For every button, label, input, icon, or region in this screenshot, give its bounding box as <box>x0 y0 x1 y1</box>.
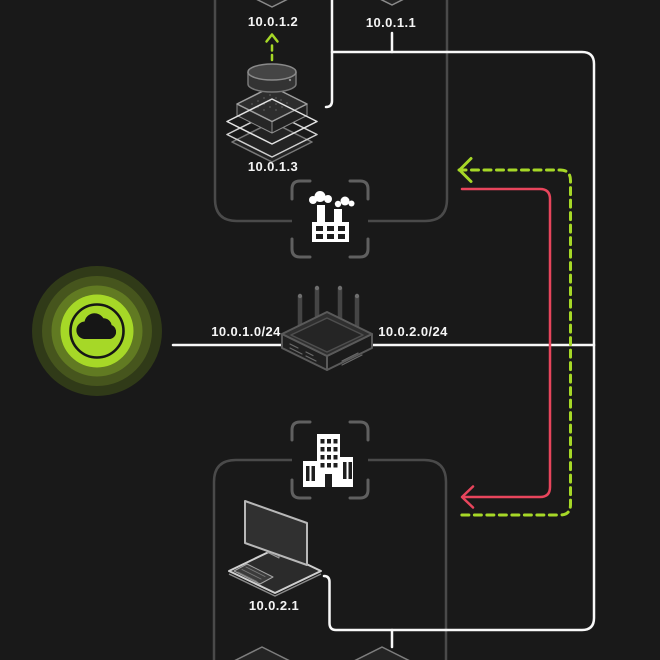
red-arrowhead-icon <box>460 485 475 509</box>
iot-device-stack-icon[interactable] <box>226 63 318 163</box>
label-subnet-left: 10.0.1.0/24 <box>211 324 281 339</box>
red-flow-arrow <box>460 187 552 509</box>
factory-zone-frame[interactable] <box>290 179 370 259</box>
partial-device-top-b[interactable] <box>362 0 422 6</box>
lan-bus-lines <box>171 0 596 649</box>
green-flow-arrow <box>457 157 572 517</box>
green-up-arrow <box>265 33 279 62</box>
partial-device-bottom-b[interactable] <box>348 646 416 660</box>
green-up-arrowhead-icon <box>265 33 279 43</box>
office-building-icon <box>303 434 353 487</box>
trunk-line <box>322 50 596 632</box>
router-icon[interactable] <box>281 285 373 371</box>
partial-device-top-a[interactable] <box>242 0 302 8</box>
green-arrowhead-icon <box>458 157 473 183</box>
label-device-b-ip: 10.0.1.1 <box>365 15 417 30</box>
factory-icon <box>309 191 355 242</box>
label-device-a-ip: 10.0.1.2 <box>247 14 299 29</box>
workstation-icon[interactable] <box>228 500 322 597</box>
building-zone-frame[interactable] <box>290 420 370 500</box>
partial-device-bottom-a[interactable] <box>228 646 296 660</box>
cloud-icon <box>76 313 117 340</box>
label-subnet-right: 10.0.2.0/24 <box>378 324 448 339</box>
cloud-node[interactable] <box>32 266 162 396</box>
top-bus-device-drop <box>324 0 334 109</box>
label-device-c-ip: 10.0.1.3 <box>247 159 299 174</box>
label-device-d-ip: 10.0.2.1 <box>248 598 300 613</box>
